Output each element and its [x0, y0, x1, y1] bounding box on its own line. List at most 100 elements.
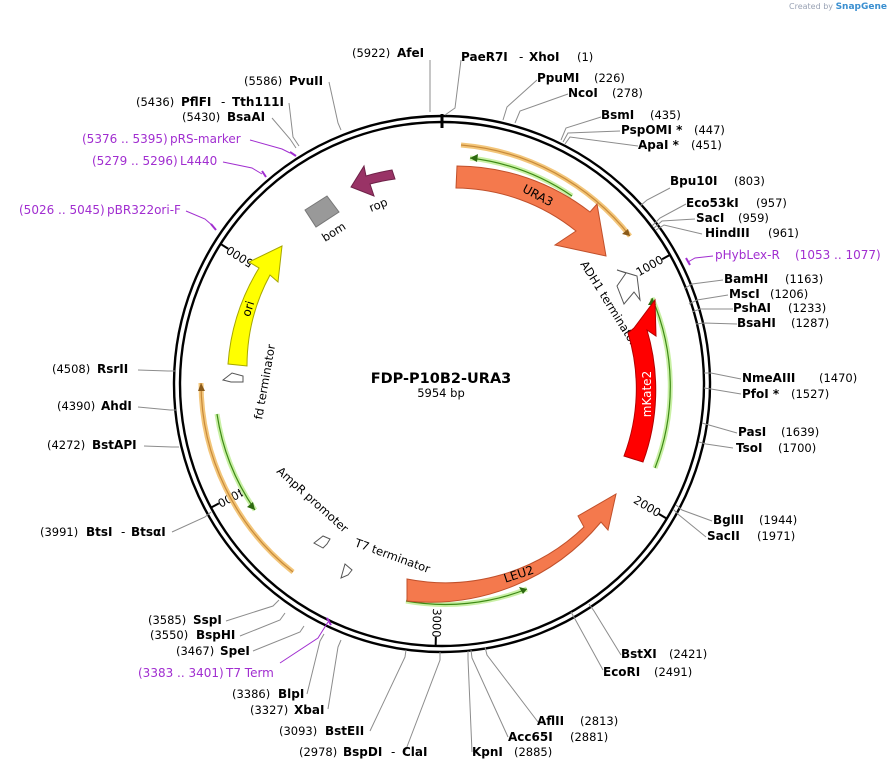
primer-mark-l4440 [261, 170, 267, 178]
leader-nmeaiii [704, 372, 742, 380]
feature-ampr-group[interactable]: AmpR promoter T7 terminator [198, 382, 432, 579]
enzyme-bglii-name[interactable]: BglII [713, 513, 744, 527]
leader-phyblex-r [687, 255, 714, 263]
feature-mkate2-group[interactable]: mKate2 [623, 297, 673, 469]
enzyme-msci-name[interactable]: MscI [729, 287, 760, 301]
enzyme-pflfi-position: (5436) [136, 95, 174, 109]
enzyme-ecori-name[interactable]: EcoRI [603, 665, 640, 679]
leader-bstxi [588, 603, 622, 656]
leader-bsmi [560, 116, 602, 141]
feature-rop-arrow[interactable] [350, 164, 396, 197]
primer-phyblex-r-name[interactable]: pHybLex-R [715, 248, 780, 262]
enzyme-hindiii-name[interactable]: HindIII [705, 226, 750, 240]
enzyme-acc65i-name[interactable]: Acc65I [508, 730, 553, 744]
leader-btsi [171, 511, 212, 533]
enzyme-kpni-name[interactable]: KpnI [472, 745, 503, 759]
enzyme-sacii-name[interactable]: SacII [707, 529, 740, 543]
leu2-promoter-arrowhead [519, 587, 527, 594]
enzyme-saci-name[interactable]: SacI [696, 211, 724, 225]
enzyme-blpi-name[interactable]: BlpI [278, 687, 304, 701]
enzyme-bspdi-name[interactable]: BspDI [343, 745, 382, 759]
feature-rop-group[interactable]: rop [350, 164, 396, 215]
fd-terminator-label: fd terminator [251, 343, 278, 421]
enzyme-pflfi-name[interactable]: PflFI [181, 95, 211, 109]
enzyme-tsoi-name[interactable]: TsoI [736, 441, 762, 455]
leader-pbr322ori-f [185, 210, 214, 227]
feature-bom-group[interactable]: bom [304, 195, 348, 245]
enzyme-btsai-name[interactable]: BtsαI [131, 525, 166, 539]
leader-ecori [570, 611, 604, 671]
leader-prs-marker [249, 139, 291, 154]
enzyme-paer7i-name[interactable]: PaeR7I [461, 50, 508, 64]
leader-lines [137, 59, 742, 753]
enzyme-xbai-name[interactable]: XbaI [294, 703, 324, 717]
enzyme-nmeaiii-name[interactable]: NmeAIII [742, 371, 795, 385]
enzyme-ahdi-name[interactable]: AhdI [101, 399, 132, 413]
enzyme-pshai-name[interactable]: PshAI [733, 301, 771, 315]
enzyme-sacii-position: (1971) [757, 529, 795, 543]
feature-mkate2-arrow[interactable] [623, 298, 657, 463]
enzyme-pasi-name[interactable]: PasI [738, 425, 766, 439]
primer-t7-term-name[interactable]: T7 Term [225, 666, 274, 680]
enzyme-sspi-name[interactable]: SspI [193, 613, 222, 627]
enzyme-xhoi-name[interactable]: XhoI [529, 50, 560, 64]
enzyme-pspomi-name[interactable]: PspOMI * [621, 123, 683, 137]
feature-bom-block[interactable] [304, 195, 340, 228]
feature-ori-group[interactable]: ori [227, 245, 283, 367]
enzyme-spei-name[interactable]: SpeI [220, 644, 250, 658]
enzyme-aflii-position: (2813) [580, 714, 618, 728]
enzyme-ahdi-position: (4390) [57, 399, 95, 413]
enzyme-rsrii-name[interactable]: RsrII [97, 362, 128, 376]
enzyme-clai-name[interactable]: ClaI [402, 745, 427, 759]
enzyme-afei-name[interactable]: AfeI [397, 46, 424, 60]
leader-msci [688, 294, 729, 305]
primer-prs-marker-name[interactable]: pRS-marker [170, 132, 241, 146]
feature-ura3-arrow[interactable] [455, 165, 607, 257]
enzyme-bsaai-name[interactable]: BsaAI [227, 110, 265, 124]
enzyme-bsteii-name[interactable]: BstEII [325, 724, 364, 738]
primer-l4440-name[interactable]: L4440 [180, 154, 217, 168]
leader-ahdi [137, 406, 177, 411]
enzyme-bstxi-name[interactable]: BstXI [621, 647, 657, 661]
enzyme-tth111i-name[interactable]: Tth111I [232, 95, 284, 109]
feature-leu2-arrow[interactable] [406, 492, 617, 603]
enzyme-labels: (5922) AfeI PaeR7I - XhoI (1) PpuMI (226… [40, 46, 857, 759]
enzyme-eco53ki-name[interactable]: Eco53kI [686, 196, 739, 210]
feature-bom-label: bom [319, 219, 348, 244]
enzyme-xbai-position: (3327) [250, 703, 288, 717]
ampr-orf-arrowhead [198, 383, 205, 391]
enzyme-bamhi-name[interactable]: BamHI [724, 272, 768, 286]
tick-label-2000: 2000 [631, 493, 663, 520]
enzyme-bsmi-name[interactable]: BsmI [601, 108, 634, 122]
t7-terminator-arrow [340, 563, 353, 579]
feature-ura3-group[interactable]: URA3 [455, 142, 632, 257]
primer-l4440-range: (5279 .. 5296) [92, 154, 178, 168]
enzyme-apai-name[interactable]: ApaI * [638, 138, 680, 152]
ura3-promoter-arrowhead [470, 154, 478, 162]
enzyme-ncoi-name[interactable]: NcoI [568, 86, 598, 100]
feature-leu2-group[interactable]: LEU2 [405, 492, 617, 607]
primer-mark-phyblex-r [685, 257, 691, 266]
enzyme-aflii-name[interactable]: AflII [537, 714, 564, 728]
primer-pbr322ori-f-name[interactable]: pBR322ori-F [107, 203, 181, 217]
enzyme-pvuii-name[interactable]: PvuII [289, 74, 323, 88]
leader-bsahi [695, 322, 738, 325]
enzyme-bstapi-name[interactable]: BstAPI [92, 438, 137, 452]
enzyme-bsahi-name[interactable]: BsaHI [737, 316, 776, 330]
enzyme-separator: - [519, 50, 523, 64]
enzyme-btsi-name[interactable]: BtsI [86, 525, 113, 539]
enzyme-bsphi-name[interactable]: BspHI [196, 628, 235, 642]
enzyme-pfoi-name[interactable]: PfoI * [742, 387, 780, 401]
snapgene-logo: SnapGene [835, 2, 887, 12]
enzyme-bsahi-position: (1287) [791, 316, 829, 330]
leader-bstapi [143, 445, 179, 448]
feature-ori-arrow[interactable] [227, 245, 283, 367]
enzyme-nmeaiii-position: (1470) [819, 371, 857, 385]
ampr-promoter-arrow [313, 535, 331, 549]
t7-terminator-label: T7 terminator [352, 535, 432, 576]
enzyme-ppumi-name[interactable]: PpuMI [537, 71, 579, 85]
enzyme-bpu10i-name[interactable]: Bpu10I [670, 174, 717, 188]
enzyme-xhoi-position: (1) [577, 50, 593, 64]
ampr-orf-line [200, 382, 294, 573]
feature-mkate2-label: mKate2 [640, 371, 654, 417]
